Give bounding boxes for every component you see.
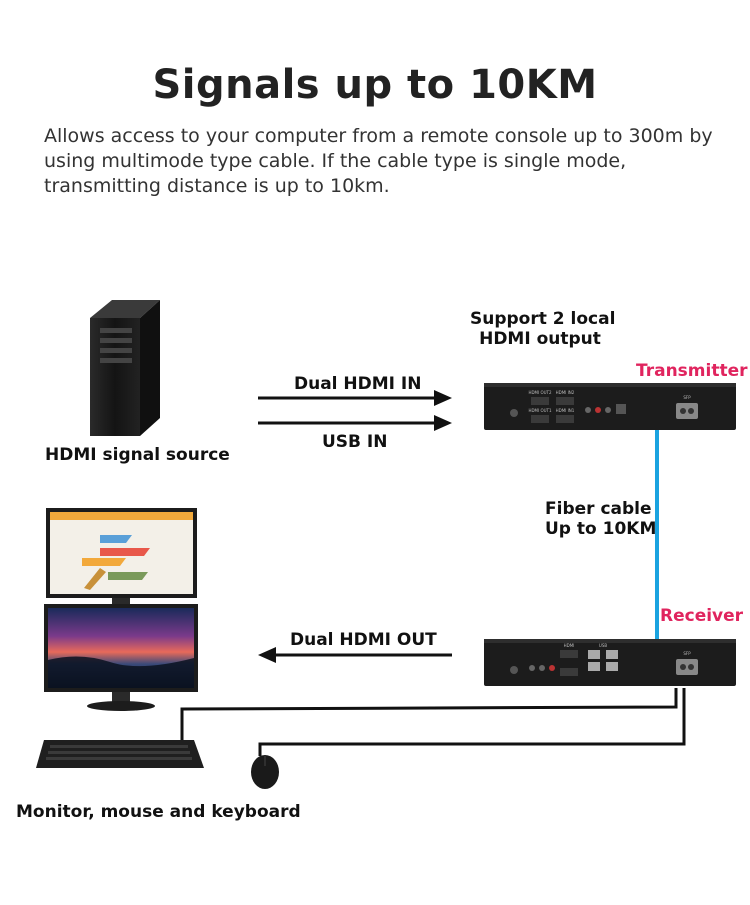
support-label-line2: HDMI output (479, 329, 601, 349)
rx-port-sfp: SFP (683, 651, 691, 656)
page-description: Allows access to your computer from a re… (44, 125, 713, 197)
tx-port-sfp: SFP (683, 395, 691, 400)
arrow-dual-hdmi-in (258, 390, 452, 406)
receiver-device (484, 639, 736, 686)
usb-in-label: USB IN (322, 432, 388, 452)
arrow-usb-in (258, 415, 452, 431)
tx-port-hdmi-out2: HDMI OUT2 (528, 390, 552, 395)
rx-port-usb: USB (599, 643, 607, 648)
dual-hdmi-out-label: Dual HDMI OUT (290, 630, 437, 650)
monitor-landscape-icon (44, 604, 198, 711)
tx-port-hdmi-in1: HDMI IN1 (556, 408, 575, 413)
dual-hdmi-in-label: Dual HDMI IN (294, 374, 422, 394)
mouse-icon (251, 755, 279, 789)
fiber-cable-label-line1: Fiber cable (545, 499, 652, 519)
transmitter-label: Transmitter (636, 361, 748, 381)
monitor-stand-upper (112, 598, 130, 606)
monitor-presentation-icon (46, 508, 197, 598)
receiver-label: Receiver (660, 606, 744, 626)
support-label-line1: Support 2 local (470, 309, 616, 329)
fiber-cable-label-line2: Up to 10KM (545, 519, 657, 539)
pc-tower-icon (90, 300, 160, 436)
page-title: Signals up to 10KM (152, 62, 598, 108)
tx-port-hdmi-in2: HDMI IN2 (556, 390, 575, 395)
mouse-cable (258, 688, 686, 756)
hdmi-source-label: HDMI signal source (45, 445, 230, 465)
arrow-dual-hdmi-out (258, 647, 452, 663)
transmitter-device (484, 383, 736, 430)
peripherals-label: Monitor, mouse and keyboard (16, 802, 301, 822)
keyboard-icon (36, 740, 204, 768)
keyboard-cable (180, 688, 678, 740)
tx-port-hdmi-out1: HDMI OUT1 (528, 408, 552, 413)
rx-port-hdmi: HDMI (564, 643, 575, 648)
